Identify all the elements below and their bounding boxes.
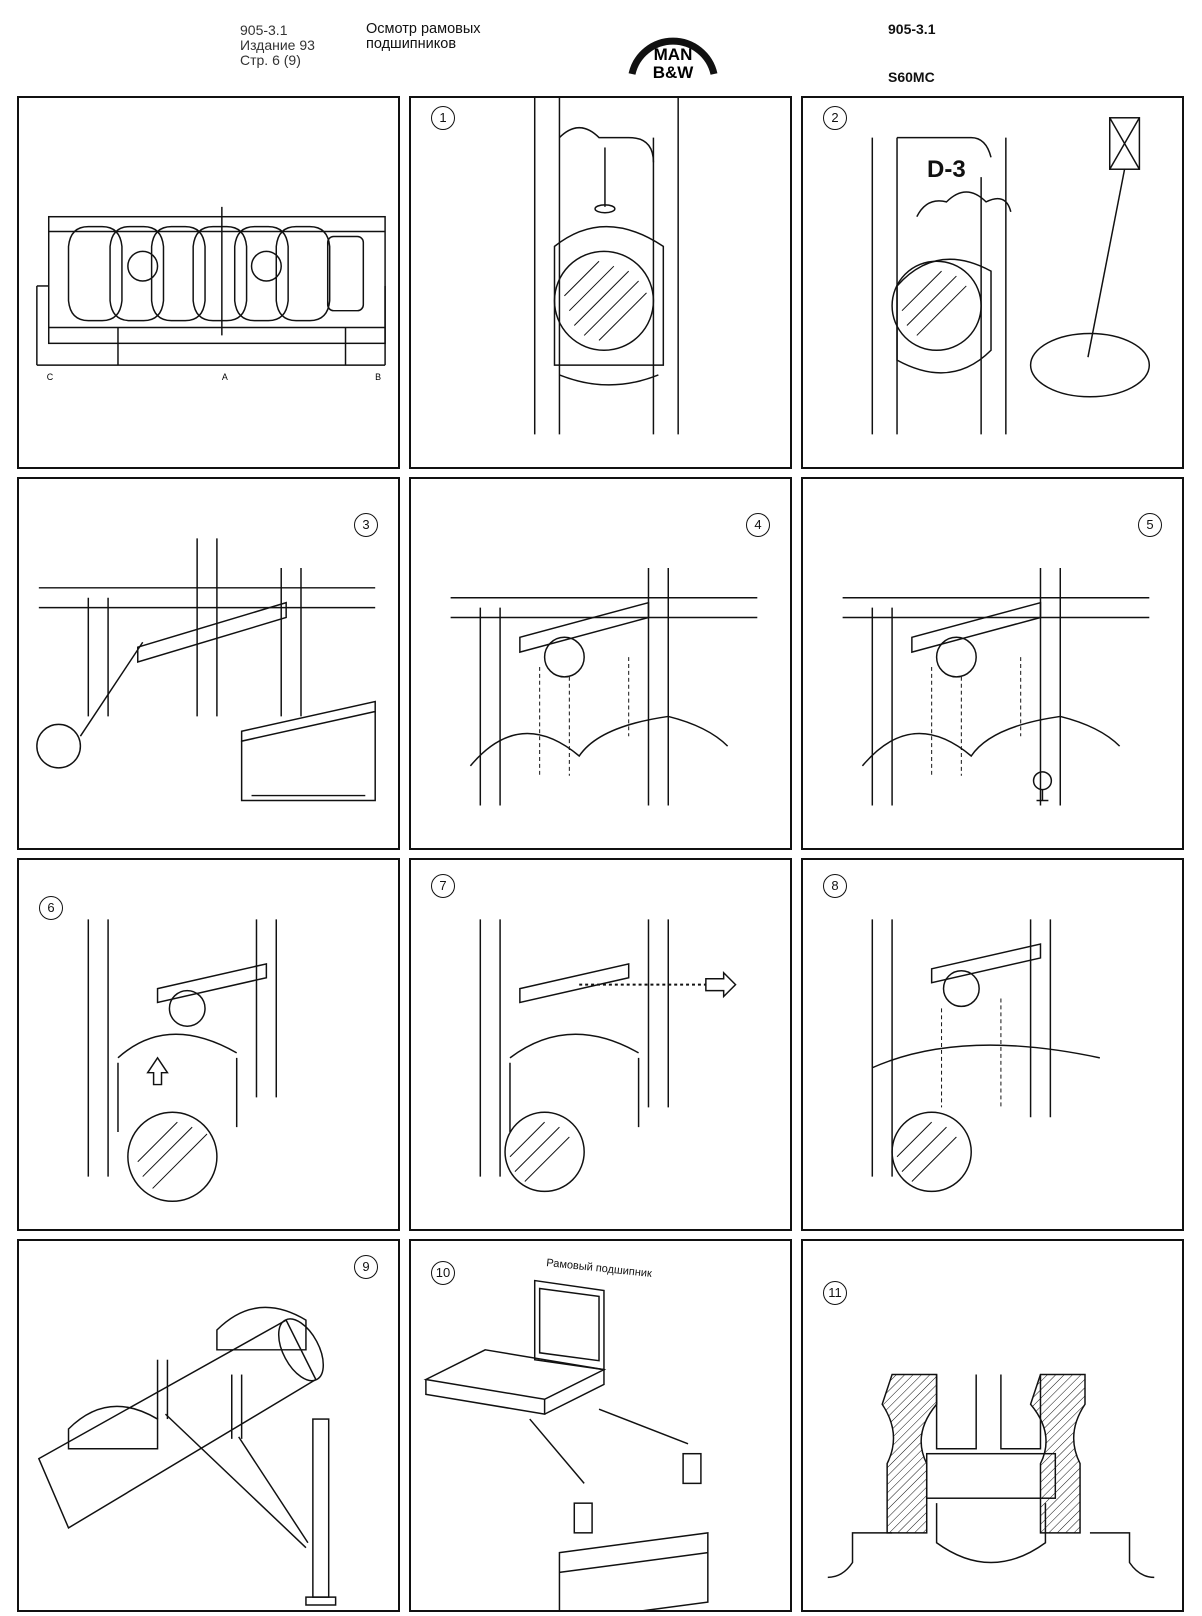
panel-overview: C A B — [17, 96, 400, 469]
panel-step-4: 4 — [409, 477, 792, 850]
panel-step-9: 9 — [17, 1239, 400, 1612]
doc-number: 905-3.1 — [240, 22, 288, 38]
step-11-drawing — [827, 1373, 1155, 1579]
panel-step-2: D-3 2 — [801, 96, 1184, 469]
step-6-drawing — [87, 919, 278, 1203]
step-number-7: 7 — [431, 874, 455, 898]
panel-step-7: 7 — [409, 858, 792, 1231]
step-number-9: 9 — [354, 1255, 378, 1279]
label-c: C — [47, 372, 54, 382]
step-2-drawing — [871, 117, 1151, 435]
engine-model: S60MC — [888, 69, 935, 85]
doc-title: Осмотр рамовых подшипников — [366, 22, 481, 52]
logo-line1: MAN — [654, 45, 693, 64]
logo-line2: B&W — [653, 63, 695, 82]
step-number-8: 8 — [823, 874, 847, 898]
step-10-drawing — [423, 1279, 709, 1610]
panel-step-11: 11 — [801, 1239, 1184, 1612]
doc-title-line2: подшипников — [366, 36, 457, 52]
panel-step-6: 6 — [17, 858, 400, 1231]
step-3-drawing — [36, 538, 376, 802]
crankshaft-overview-drawing: C A B — [36, 206, 386, 382]
panel-step-8: 8 — [801, 858, 1184, 1231]
doc-page: Стр. 6 (9) — [240, 52, 301, 68]
step-number-1: 1 — [431, 106, 455, 130]
step-number-2: 2 — [823, 106, 847, 130]
step-8-drawing — [871, 919, 1100, 1193]
step-number-6: 6 — [39, 896, 63, 920]
doc-title-line1: Осмотр рамовых — [366, 21, 481, 37]
panel-step-10: Рамовый подшипник 10 — [409, 1239, 792, 1612]
step-7-drawing — [479, 919, 737, 1193]
panel-step-1: 1 — [409, 96, 792, 469]
right-doc-number: 905-3.1 — [888, 21, 936, 37]
step-number-11: 11 — [823, 1281, 847, 1305]
step-9-drawing — [37, 1306, 337, 1606]
step-number-10: 10 — [431, 1261, 455, 1285]
man-bw-logo: MAN B&W — [628, 37, 718, 82]
step-5-drawing — [842, 568, 1150, 806]
step-number-4: 4 — [746, 513, 770, 537]
step-number-3: 3 — [354, 513, 378, 537]
step-number-5: 5 — [1138, 513, 1162, 537]
panel-step-3: 3 — [17, 477, 400, 850]
step-1-drawing — [533, 98, 679, 435]
label-b: B — [375, 372, 381, 382]
panel-step-5: 5 — [801, 477, 1184, 850]
label-a: A — [222, 372, 228, 382]
doc-meta: 905-3.1 Издание 93 Стр. 6 (9) — [240, 23, 315, 68]
doc-edition: Издание 93 — [240, 37, 315, 53]
tag-d3: D-3 — [927, 156, 966, 183]
step-4-drawing — [450, 568, 758, 806]
